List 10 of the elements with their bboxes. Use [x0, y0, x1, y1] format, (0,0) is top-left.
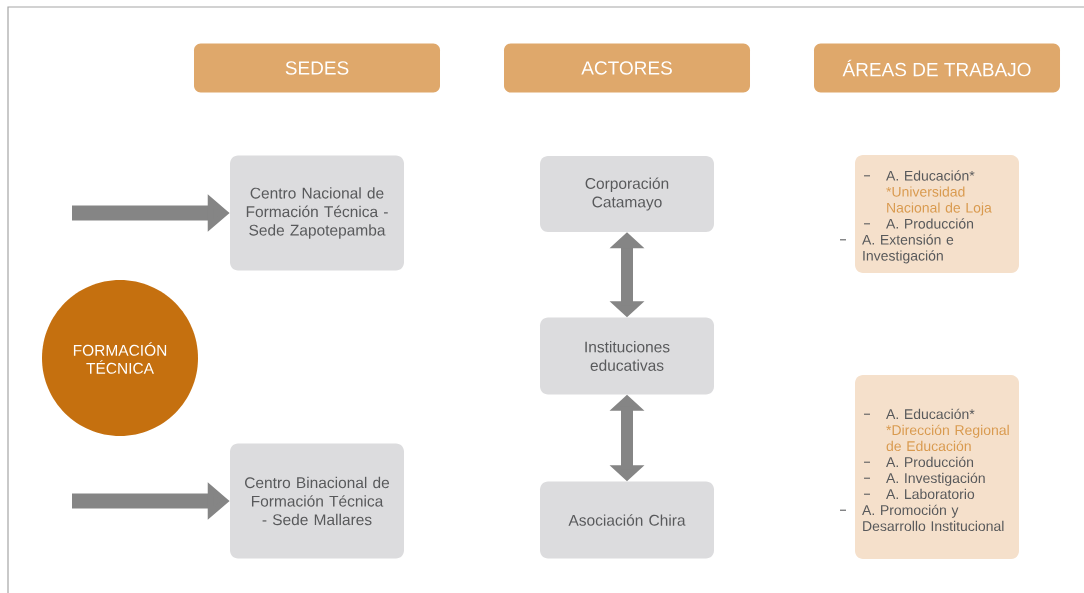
process-box: Centro Binacional de Formación Técnica - Sede Mallares	[230, 443, 404, 559]
process-box: Centro Nacional de Formación Técnica - Sede Zapotepamba	[230, 155, 404, 271]
process-box: Instituciones educativas	[540, 317, 714, 395]
list-box: A. Educación* *Universidad Nacional de Loja A. Producción A. Extensión e Investigación	[839, 155, 1019, 273]
process-box: Asociación Chira	[540, 481, 714, 559]
header-box: ÁREAS DE TRABAJO	[814, 43, 1060, 93]
header-box: SEDES	[194, 43, 440, 93]
header-box: ACTORES	[504, 43, 750, 93]
process-box: Corporación Catamayo	[540, 156, 714, 232]
list-box: A. Educación* *Dirección Regional de Educación A. Producción A. Investigación A. Laboratorio A. Promoción y Desarrollo Institucional	[839, 375, 1019, 559]
